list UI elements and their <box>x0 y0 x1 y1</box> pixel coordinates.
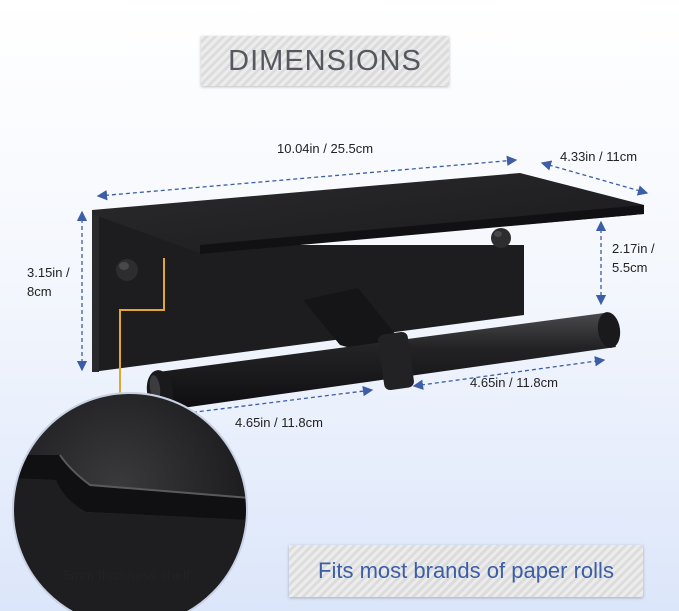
thickness-label: 5mm thickness shelf <box>63 567 190 583</box>
thickness-zoom-callout <box>13 393 247 611</box>
height-label-line2: 8cm <box>27 283 52 299</box>
rod-arm <box>303 288 400 360</box>
tagline: Fits most brands of paper rolls <box>318 558 614 583</box>
shelf-gap-label-line1: 2.17in / <box>612 241 655 256</box>
title-banner: DIMENSIONS <box>201 36 449 86</box>
depth-label: 4.33in / 11cm <box>560 149 638 164</box>
shelf-gap-label: 2.17in / 5.5cm <box>612 240 655 278</box>
height-label-line1: 3.15in / <box>27 265 70 280</box>
page-title: DIMENSIONS <box>228 44 422 77</box>
rod-end-right <box>597 312 621 348</box>
screw-right <box>491 228 511 248</box>
shelf-gap-label-line2: 5.5cm <box>612 259 648 275</box>
width-label: 10.04in / 25.5cm <box>277 141 374 156</box>
rod-collar <box>378 331 414 391</box>
right-rod-label: 4.65in / 11.8cm <box>470 375 558 390</box>
callout-connector <box>119 258 165 424</box>
right-rod-dimension-line <box>412 356 606 390</box>
height-label: 3.15in / 8cm <box>27 264 70 302</box>
left-rod-dimension-line <box>170 385 374 420</box>
depth-dimension-line <box>540 160 649 196</box>
left-rod-label: 4.65in / 11.8cm <box>235 415 323 430</box>
screw-left <box>116 259 138 281</box>
tagline-banner: Fits most brands of paper rolls <box>289 545 643 597</box>
